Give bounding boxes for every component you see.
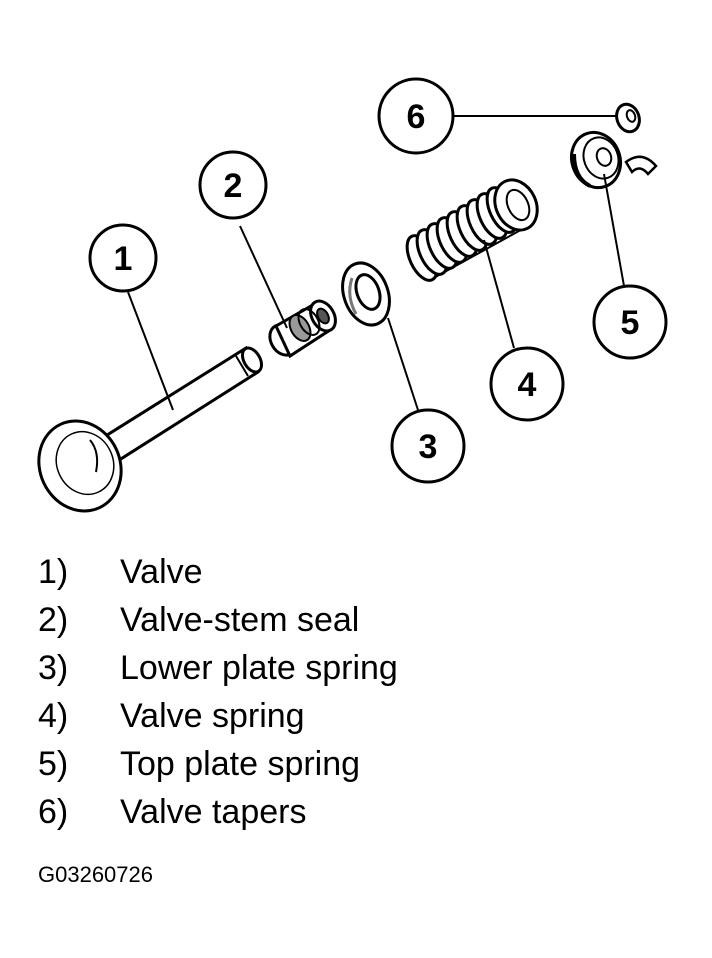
callout-5: 5 xyxy=(592,284,668,360)
legend-row-3: 3) Lower plate spring xyxy=(38,648,678,696)
legend-row-6: 6) Valve tapers xyxy=(38,792,678,840)
legend-row-2: 2) Valve-stem seal xyxy=(38,600,678,648)
legend-number: 3) xyxy=(38,649,69,687)
svg-text:6: 6 xyxy=(407,98,426,136)
exploded-valve-diagram: 1 2 3 4 5 6 xyxy=(37,77,668,513)
legend-row-1: 1) Valve xyxy=(38,552,678,600)
legend-number: 4) xyxy=(38,697,69,735)
svg-text:2: 2 xyxy=(224,167,243,205)
legend-number: 6) xyxy=(38,793,69,831)
callout-1: 1 xyxy=(88,223,158,293)
legend-number: 2) xyxy=(38,601,69,639)
callout-2: 2 xyxy=(198,150,268,220)
valve-spring-part xyxy=(405,178,539,282)
svg-text:5: 5 xyxy=(621,304,640,342)
parts-legend: 1) Valve 2) Valve-stem seal 3) Lower pla… xyxy=(38,552,678,840)
callout-6: 6 xyxy=(377,77,455,155)
legend-number: 5) xyxy=(38,745,69,783)
legend-label: Lower plate spring xyxy=(120,649,398,687)
lower-plate-spring-part xyxy=(341,261,391,327)
top-plate-spring-part xyxy=(569,130,623,190)
svg-text:4: 4 xyxy=(518,366,537,404)
svg-text:3: 3 xyxy=(419,428,438,466)
legend-label: Valve xyxy=(120,553,203,591)
legend-label: Valve spring xyxy=(120,697,305,735)
valve-stem-seal-part xyxy=(268,299,337,359)
svg-text:1: 1 xyxy=(114,240,133,278)
valve-tapers-part xyxy=(615,102,658,176)
valve-part xyxy=(37,345,263,513)
legend-label: Top plate spring xyxy=(120,745,361,783)
callout-4: 4 xyxy=(489,346,565,422)
legend-label: Valve tapers xyxy=(120,793,307,831)
legend-label: Valve-stem seal xyxy=(120,601,360,639)
legend-row-4: 4) Valve spring xyxy=(38,696,678,744)
figure-code: G03260726 xyxy=(38,862,153,887)
leader-lines xyxy=(127,115,625,411)
legend-row-5: 5) Top plate spring xyxy=(38,744,678,792)
legend-number: 1) xyxy=(38,553,69,591)
callout-3: 3 xyxy=(390,408,466,484)
